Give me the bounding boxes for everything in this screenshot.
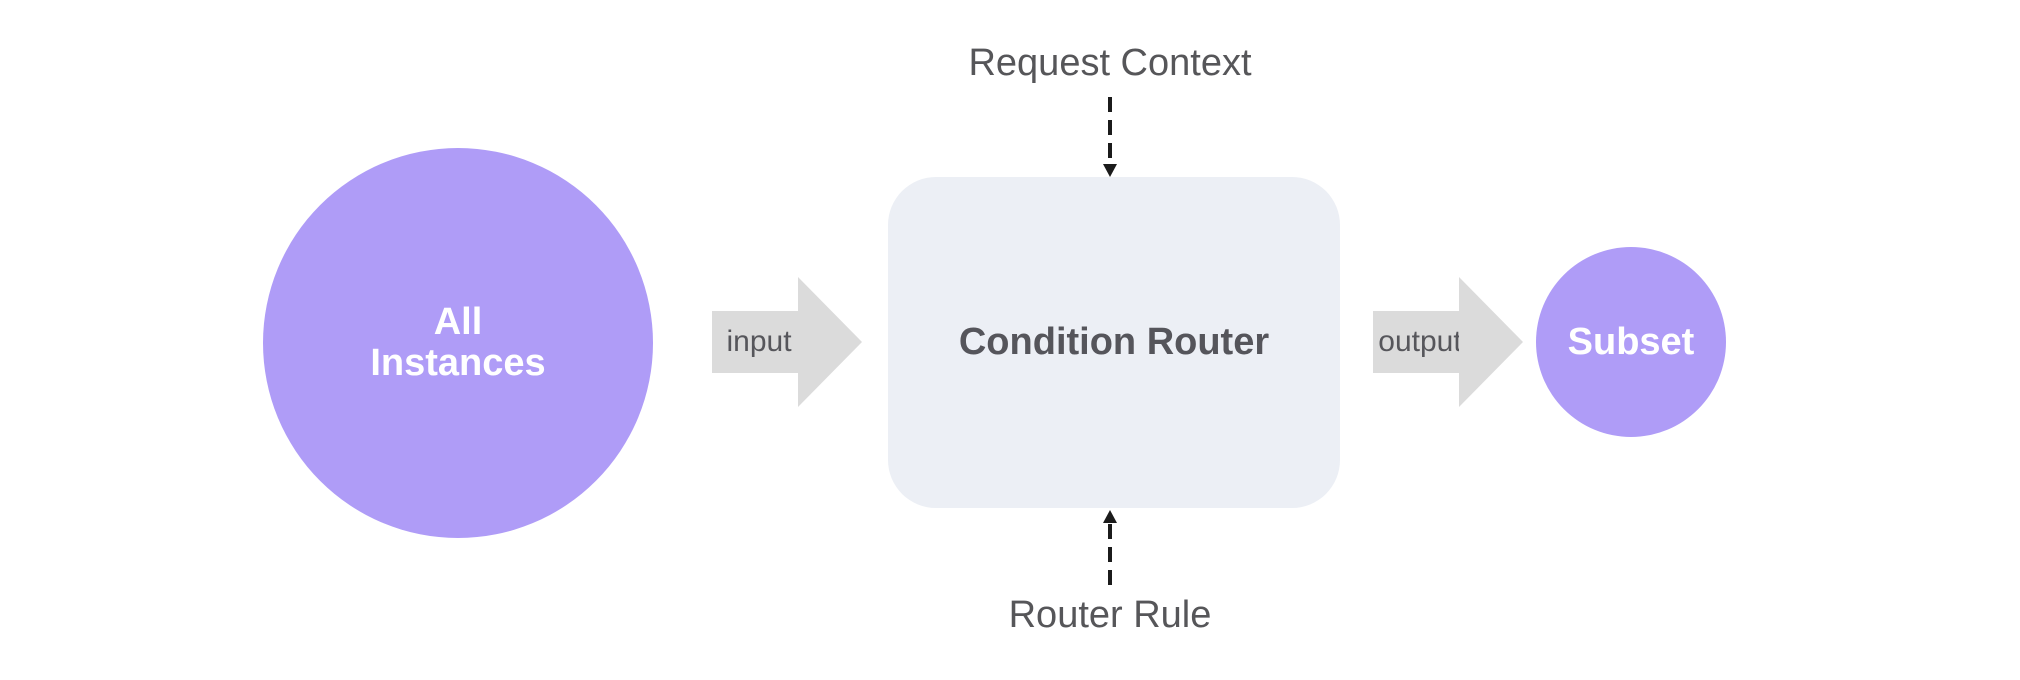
input-arrow-label: input: [726, 325, 792, 358]
request-context-label: Request Context: [968, 42, 1252, 84]
all-instances-label-line1: All: [433, 301, 483, 343]
request-context-connector: [1108, 97, 1112, 163]
router-rule-connector: [1108, 524, 1112, 588]
output-arrow: output: [1373, 277, 1523, 407]
input-arrow-shaft: input: [712, 311, 798, 373]
condition-router-label: Condition Router: [958, 321, 1270, 363]
output-arrow-label: output: [1378, 325, 1462, 358]
all-instances-node: All Instances: [263, 148, 653, 538]
input-arrowhead-icon: [798, 277, 862, 407]
subset-label: Subset: [1567, 320, 1695, 363]
input-arrow: input: [712, 277, 862, 407]
output-arrow-shaft: output: [1373, 311, 1462, 373]
subset-node: Subset: [1536, 247, 1726, 437]
all-instances-label-line2: Instances: [370, 342, 546, 384]
output-arrowhead-icon: [1459, 277, 1523, 407]
arrow-up-icon: [1103, 510, 1117, 523]
router-rule-label: Router Rule: [1008, 594, 1212, 636]
condition-router-box: Condition Router: [888, 177, 1340, 508]
arrow-down-icon: [1103, 164, 1117, 177]
